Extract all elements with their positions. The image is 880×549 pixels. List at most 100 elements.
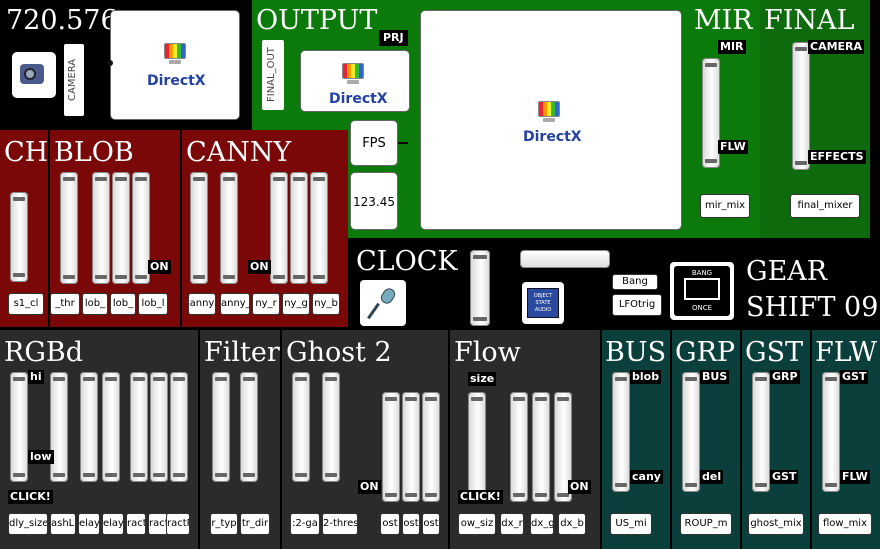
rgbd-slider-3[interactable] (80, 372, 98, 482)
rgbd-slider-6[interactable] (150, 372, 168, 482)
camera-label: CAMERA (67, 58, 78, 102)
canny-box-2[interactable]: anny_ (220, 293, 250, 315)
canny-slider-4[interactable] (290, 172, 308, 284)
ghost-box-2[interactable]: 2-thres (322, 513, 358, 535)
flw-panel: FLW GST FLW flow_mix (812, 330, 880, 549)
bang-box[interactable]: Bang (612, 274, 658, 290)
rgbd-box-7[interactable]: ractF (166, 513, 190, 535)
rgbd-box-2[interactable]: ashLi (50, 513, 76, 535)
grp-panel: GRP BUS del ROUP_m (672, 330, 740, 549)
flow-box-2[interactable]: dx_r (500, 513, 524, 535)
directx-label: DirectX (329, 91, 388, 107)
bang-once-bottom: ONCE (691, 304, 713, 312)
ghost-slider-1[interactable] (292, 372, 310, 482)
filter-box-1[interactable]: r_typ (210, 513, 238, 535)
tv-icon (161, 39, 189, 65)
canny-slider-5[interactable] (310, 172, 328, 284)
canny-box-1[interactable]: anny (188, 293, 216, 315)
flow-box-3[interactable]: dx_g (530, 513, 554, 535)
clock-mic-node[interactable] (360, 280, 406, 326)
ghost-box-1[interactable]: :2-ga (290, 513, 320, 535)
ghost-slider-5[interactable] (422, 392, 440, 502)
mir-mix-box[interactable]: mir_mix (700, 194, 750, 218)
rgbd-title: RGBd (4, 337, 84, 368)
bang-once-node[interactable]: BANG ONCE (670, 262, 734, 320)
canny-box-4[interactable]: ny_g (282, 293, 310, 315)
filter-slider-2[interactable] (240, 372, 258, 482)
rgbd-slider-5[interactable] (130, 372, 148, 482)
gear-title-1: GEAR (746, 256, 828, 287)
ghost-box-3[interactable]: ost (380, 513, 400, 535)
bus-title: BUS (605, 337, 667, 368)
final-bottom-tag: EFFECTS (808, 150, 866, 164)
rgbd-slider-1[interactable] (10, 372, 28, 482)
gst-slider[interactable] (752, 372, 770, 492)
final-mixer-box[interactable]: final_mixer (790, 194, 860, 218)
flw-box[interactable]: flow_mix (818, 513, 872, 535)
canny-slider-2[interactable] (220, 172, 238, 284)
lfotrig-box[interactable]: LFOtrig (612, 294, 662, 316)
clock-slider[interactable] (470, 250, 490, 326)
mir-slider[interactable] (702, 58, 720, 168)
rgbd-box-1[interactable]: dly_size (8, 513, 48, 535)
blob-box-2[interactable]: lob_ (82, 293, 108, 315)
ghost-box-5[interactable]: ost (422, 513, 440, 535)
bus-panel: BUS blob cany US_mi (602, 330, 670, 549)
flow-slider-2[interactable] (510, 392, 528, 502)
rgbd-box-4[interactable]: elay (102, 513, 124, 535)
fps-value-node: 123.45 (350, 172, 398, 230)
flow-box-1[interactable]: ow_siz (458, 513, 496, 535)
clock-hslider[interactable] (520, 250, 610, 268)
blob-box-4[interactable]: lob_l (138, 293, 168, 315)
object-state-node[interactable]: OBJECT STATE AUDIO (522, 282, 564, 324)
ghost-box-4[interactable]: ost (402, 513, 420, 535)
rgbd-panel: RGBd hi low CLICK! dly_size ashLi elay e… (0, 330, 198, 549)
blob-slider-3[interactable] (112, 172, 130, 284)
blob-box-1[interactable]: _thr (50, 293, 80, 315)
gst-bottom-tag: GST (770, 470, 799, 484)
ch-box[interactable]: s1_cl (8, 293, 44, 315)
flow-slider-1[interactable] (468, 392, 486, 502)
flow-slider-4[interactable] (554, 392, 572, 502)
grp-slider[interactable] (682, 372, 700, 492)
microphone-icon (378, 286, 398, 306)
filter-box-2[interactable]: tr_dir (240, 513, 270, 535)
canny-slider-1[interactable] (190, 172, 208, 284)
filter-slider-1[interactable] (212, 372, 230, 482)
canny-box-5[interactable]: ny_b (312, 293, 340, 315)
flow-box-4[interactable]: dx_b (558, 513, 586, 535)
ghost-slider-3[interactable] (382, 392, 400, 502)
ch-slider[interactable] (10, 192, 28, 282)
bus-slider[interactable] (612, 372, 630, 492)
blob-slider-1[interactable] (60, 172, 78, 284)
directx-node-large[interactable]: DirectX (420, 10, 682, 230)
rgbd-slider-2[interactable] (50, 372, 68, 482)
rgbd-box-3[interactable]: elay (78, 513, 100, 535)
gst-box[interactable]: ghost_mix (748, 513, 804, 535)
blob-slider-4[interactable] (132, 172, 150, 284)
bus-box[interactable]: US_mi (610, 513, 652, 535)
rgbd-slider-4[interactable] (102, 372, 120, 482)
rgbd-box-5[interactable]: ract (126, 513, 146, 535)
ghost-title: Ghost 2 (286, 337, 392, 368)
blob-box-3[interactable]: lob_ (110, 293, 136, 315)
camera-icon-node[interactable] (12, 52, 56, 98)
final-slider[interactable] (792, 42, 810, 170)
blob-slider-2[interactable] (92, 172, 110, 284)
camera-box[interactable]: CAMERA (64, 44, 84, 116)
flow-slider-3[interactable] (532, 392, 550, 502)
ghost-slider-4[interactable] (402, 392, 420, 502)
directx-node-small[interactable]: DirectX (110, 10, 240, 120)
flw-slider[interactable] (822, 372, 840, 492)
final-out-box[interactable]: FINAL_OUT (262, 40, 284, 110)
filter-panel: Filter r_typ tr_dir (200, 330, 280, 549)
rgbd-slider-7[interactable] (170, 372, 188, 482)
ghost-slider-2[interactable] (322, 372, 340, 482)
directx-node-mid[interactable]: DirectX (300, 50, 410, 112)
fps-node[interactable]: FPS (350, 120, 398, 166)
canny-slider-3[interactable] (270, 172, 288, 284)
rgbd-box-6[interactable]: ract (148, 513, 168, 535)
output-panel: OUTPUT PRJ FINAL_OUT DirectX DirectX FPS (252, 0, 690, 238)
canny-box-3[interactable]: ny_r (252, 293, 280, 315)
grp-box[interactable]: ROUP_m (680, 513, 732, 535)
